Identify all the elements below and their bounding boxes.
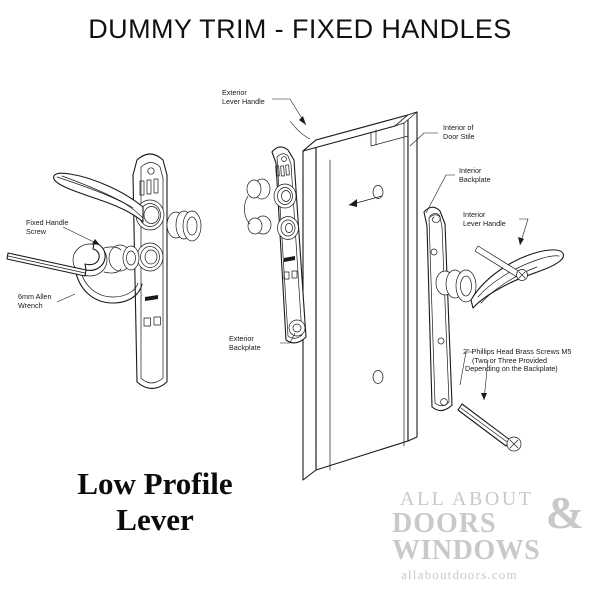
page-title: DUMMY TRIM - FIXED HANDLES [88, 14, 512, 44]
logo-line-2: DOORS [392, 508, 497, 539]
brand-logo: & ALL ABOUT DOORS WINDOWS allaboutdoors.… [392, 488, 592, 583]
annotation-interior-lever-handle: Interior Lever Handle [463, 210, 506, 228]
annotation-fixed-handle-screw: Fixed Handle Screw [26, 218, 69, 236]
logo-url: allaboutdoors.com [401, 567, 518, 582]
exterior-backplate-mid [244, 146, 307, 344]
annotation-interior-backplate: Interior Backplate [459, 166, 491, 184]
annotation-exterior-lever-handle: Exterior Lever Handle [222, 88, 265, 106]
interior-backplate-right [423, 206, 477, 412]
caption-line-1: Low Profile [77, 466, 233, 501]
annotation-interior-of-door-stile: Interior of Door Stile [443, 123, 475, 141]
exterior-backplate-left [132, 153, 168, 390]
brass-screw-loose [457, 403, 522, 452]
logo-line-3: WINDOWS [392, 535, 541, 566]
fixed-handle-screw-assembly [6, 242, 143, 304]
leader-lines [56, 98, 529, 401]
door-stile [302, 111, 418, 481]
caption: Low Profile Lever [30, 466, 280, 538]
exterior-lever-handle-left [53, 172, 202, 242]
interior-lever-handle-right [470, 245, 565, 309]
logo-line-1: ALL ABOUT [400, 488, 534, 510]
annotation-brass-screws: 2" Phillips Head Brass Screws M5 (Two or… [463, 347, 572, 374]
annotation-exterior-backplate: Exterior Backplate [229, 334, 261, 352]
logo-ampersand: & [545, 487, 584, 538]
caption-line-2: Lever [116, 502, 194, 537]
annotation-allen-wrench: 6mm Allen Wrench [18, 292, 52, 310]
